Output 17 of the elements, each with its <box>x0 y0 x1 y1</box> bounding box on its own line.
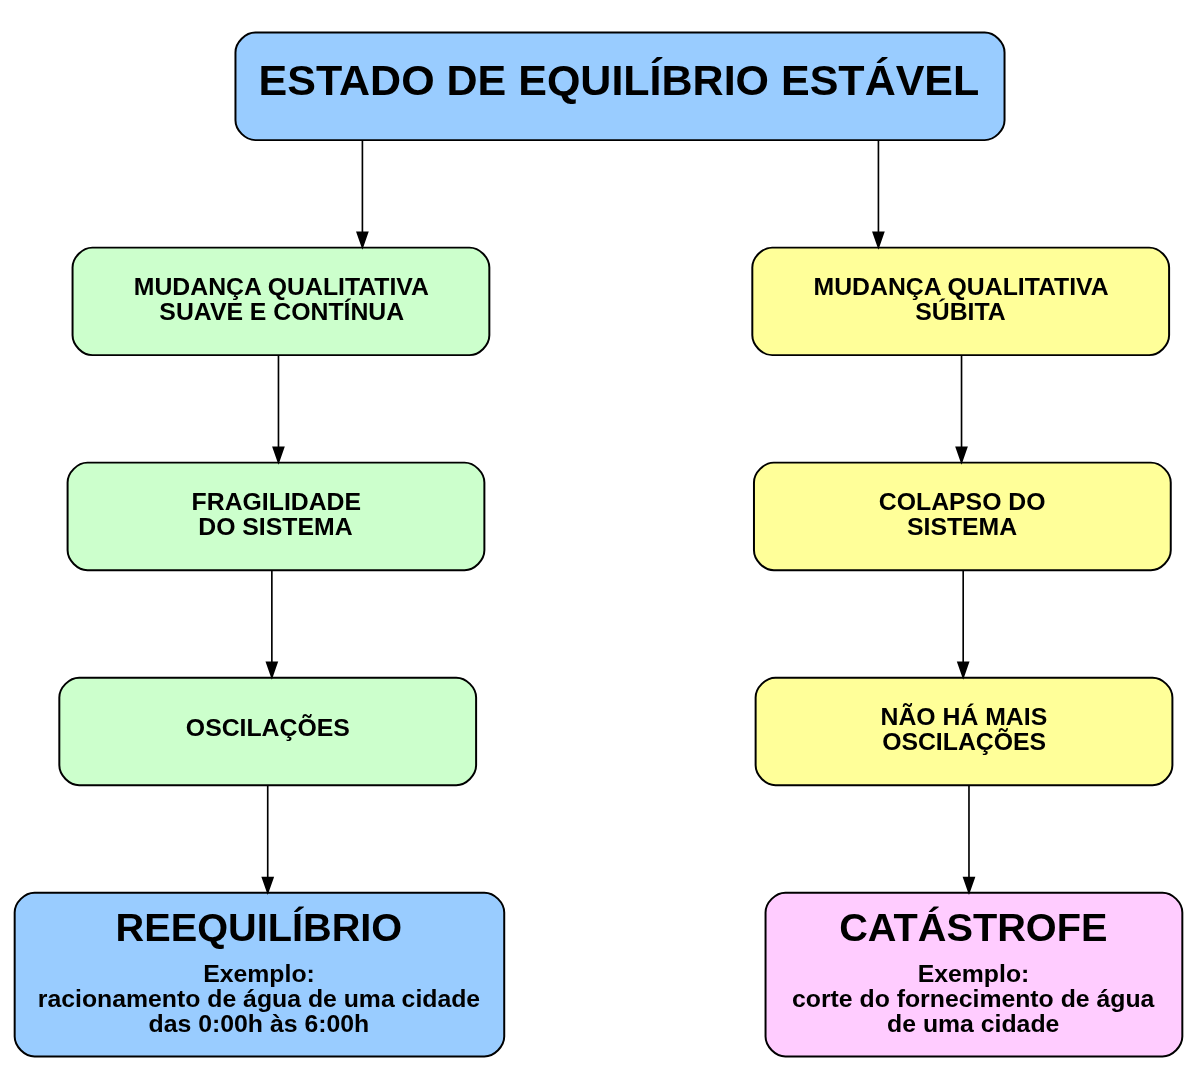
arrow <box>356 139 369 250</box>
node-box: OSCILAÇÕES <box>58 676 478 786</box>
node-box: FRAGILIDADE DO SISTEMA <box>66 461 486 571</box>
node-box: NÃO HÁ MAIS OSCILAÇÕES <box>754 676 1174 786</box>
arrow <box>872 139 885 250</box>
arrow <box>265 569 279 680</box>
node-box: CATÁSTROFE Exemplo: corte do fornecimento de água de uma cidade <box>764 891 1184 1057</box>
arrow <box>955 354 968 465</box>
arrow <box>261 784 275 895</box>
node-box: REEQUILÍBRIO Exemplo: racionamento de água de uma cidade das 0:00h às 6:00h <box>13 891 506 1057</box>
arrow <box>962 784 976 895</box>
node-box: ESTADO DE EQUILÍBRIO ESTÁVEL <box>234 31 1006 141</box>
arrow <box>272 354 285 465</box>
node-box: COLAPSO DO SISTEMA <box>753 461 1172 571</box>
arrow <box>956 569 970 680</box>
node-box: MUDANÇA QUALITATIVA SUAVE E CONTÍNUA <box>71 246 491 356</box>
node-box: MUDANÇA QUALITATIVA SÚBITA <box>751 246 1171 356</box>
